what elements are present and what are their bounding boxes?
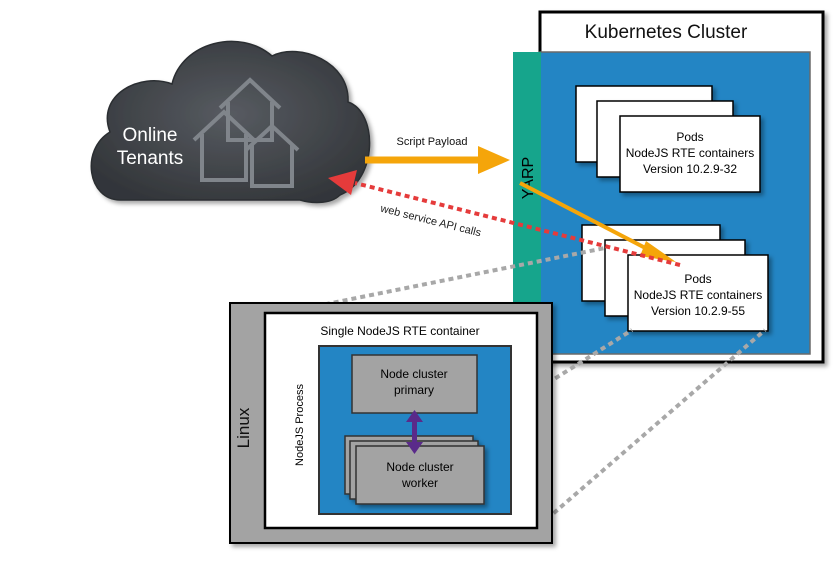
linux-label: Linux: [234, 407, 253, 448]
yarp-proxy: YARP: [513, 52, 541, 302]
pods-a-line2: NodeJS RTE containers: [626, 146, 755, 160]
process-label: NodeJS Process: [294, 384, 306, 466]
pods-b-line2: NodeJS RTE containers: [634, 288, 763, 302]
ipc-double-arrow: [406, 410, 423, 454]
online-tenants-cloud: Online Tenants: [90, 40, 371, 204]
payload-label: Script Payload: [397, 136, 468, 148]
pods-b-line3: Version 10.2.9-55: [651, 304, 745, 318]
nodejs-process: Node cluster primary Node cluster worker: [318, 345, 512, 515]
container-label: Single NodeJS RTE container: [320, 324, 479, 338]
pods-a-line3: Version 10.2.9-32: [643, 162, 737, 176]
api-label: web service API calls: [378, 203, 483, 240]
primary-line1: Node cluster: [380, 367, 447, 381]
primary-line2: primary: [394, 383, 434, 397]
yarp-to-pods-arrow: [519, 181, 676, 262]
cluster-title: Kubernetes Cluster: [585, 22, 748, 43]
node-cluster-primary: [351, 354, 478, 414]
script-payload-arrow: Script Payload: [365, 136, 510, 174]
pods-group-a: Pods NodeJS RTE containers Version 10.2.…: [575, 85, 761, 193]
pods-a-line1: Pods: [676, 130, 703, 144]
pods-group-b: Pods NodeJS RTE containers Version 10.2.…: [581, 224, 769, 332]
yarp-label: YARP: [520, 157, 537, 199]
cloud-label-line1: Online: [123, 125, 178, 146]
pods-b-line1: Pods: [684, 272, 711, 286]
houses-icon: [192, 77, 300, 188]
worker-line2: worker: [401, 476, 438, 490]
cloud-label-line2: Tenants: [117, 148, 184, 169]
worker-line1: Node cluster: [386, 460, 453, 474]
